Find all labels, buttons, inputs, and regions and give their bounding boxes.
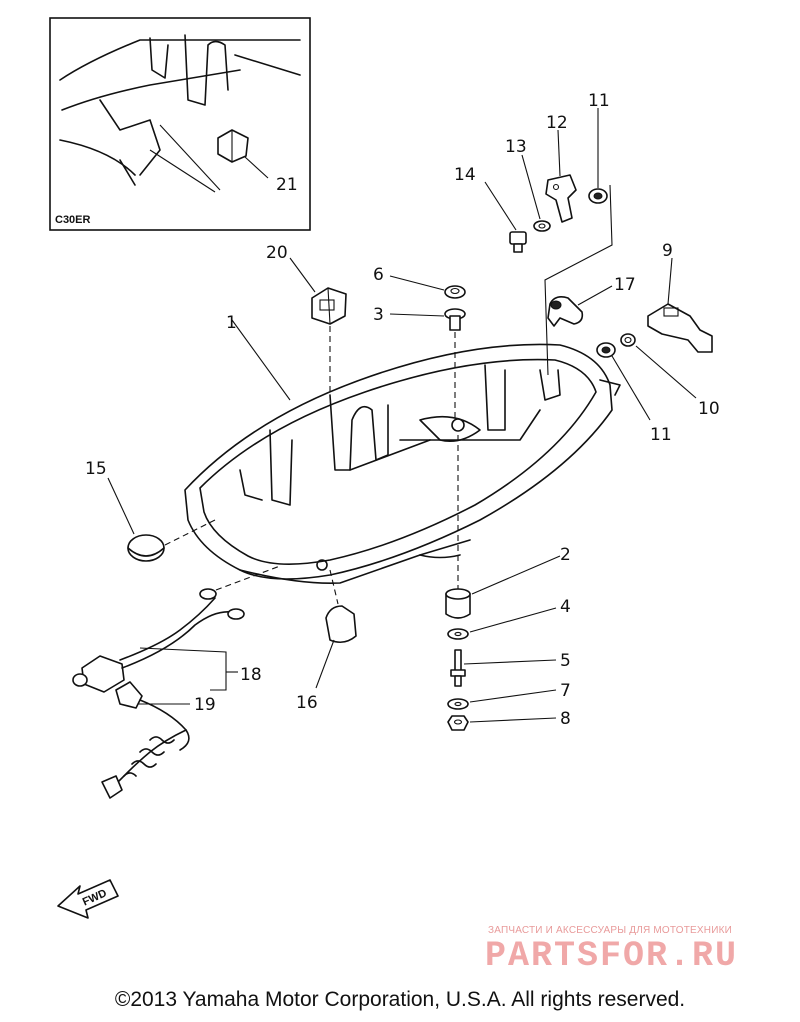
- callout-8: 8: [560, 709, 571, 729]
- callout-3: 3: [373, 305, 384, 325]
- callout-14: 14: [454, 165, 476, 185]
- leader-link-12: [544, 184, 613, 376]
- callout-16: 16: [296, 693, 318, 713]
- nut-part-6: 6: [373, 265, 466, 299]
- watermark-tagline: ЗАПЧАСТИ И АКСЕССУАРЫ ДЛЯ МОТОТЕХНИКИ: [488, 925, 733, 936]
- bottom-cowling-part-1: 1: [184, 313, 621, 585]
- callout-19: 19: [194, 695, 216, 715]
- bolt-part-3: 3: [373, 305, 466, 420]
- callout-17: 17: [614, 275, 636, 295]
- washer-part-4: 4: [447, 597, 571, 640]
- callout-15: 15: [85, 459, 107, 479]
- inset-label: C30ER: [55, 214, 91, 226]
- screw-part-14: 14: [454, 165, 527, 253]
- watermark-logo: PARTSFOR.RU: [485, 936, 739, 976]
- callout-7: 7: [560, 681, 571, 701]
- callout-12: 12: [546, 113, 568, 133]
- grommet-part-11-top: 11: [588, 91, 610, 204]
- callout-13: 13: [505, 137, 527, 157]
- callout-4: 4: [560, 597, 571, 617]
- plug-part-15: 15: [85, 459, 216, 562]
- mount-part-2: 2: [445, 545, 571, 619]
- inset-box: 21 C30ER: [49, 17, 311, 231]
- callout-5: 5: [560, 651, 571, 671]
- lever-arm-part-9: 9: [647, 241, 713, 353]
- lever-part-17: 17: [547, 275, 636, 327]
- callout-21: 21: [276, 175, 298, 195]
- callout-6: 6: [373, 265, 384, 285]
- callout-18: 18: [240, 665, 262, 685]
- washer-part-7: 7: [447, 681, 571, 710]
- callout-11-top: 11: [588, 91, 610, 111]
- lanyard-part-19: 19: [101, 681, 216, 799]
- stud-part-5: 5: [450, 649, 571, 687]
- callout-11-bottom: 11: [650, 425, 672, 445]
- copyright-footer: ©2013 Yamaha Motor Corporation, U.S.A. A…: [114, 988, 686, 1011]
- nut-part-8: 8: [447, 709, 571, 731]
- grommet-part-20: 20: [266, 243, 347, 395]
- washer-part-13: 13: [505, 137, 551, 232]
- callout-20: 20: [266, 243, 288, 263]
- callout-1: 1: [226, 313, 237, 333]
- callout-9: 9: [662, 241, 673, 261]
- stop-switch-part-18: 18: [72, 565, 281, 693]
- callout-2: 2: [560, 545, 571, 565]
- grommet-part-11-bottom: 11: [596, 342, 672, 445]
- grommet-part-16: 16: [296, 569, 357, 713]
- washer-part-10: 10: [620, 333, 720, 419]
- forward-direction-arrow: FWD: [57, 879, 119, 919]
- callout-10: 10: [698, 399, 720, 419]
- bracket-part-12: 12: [545, 113, 577, 223]
